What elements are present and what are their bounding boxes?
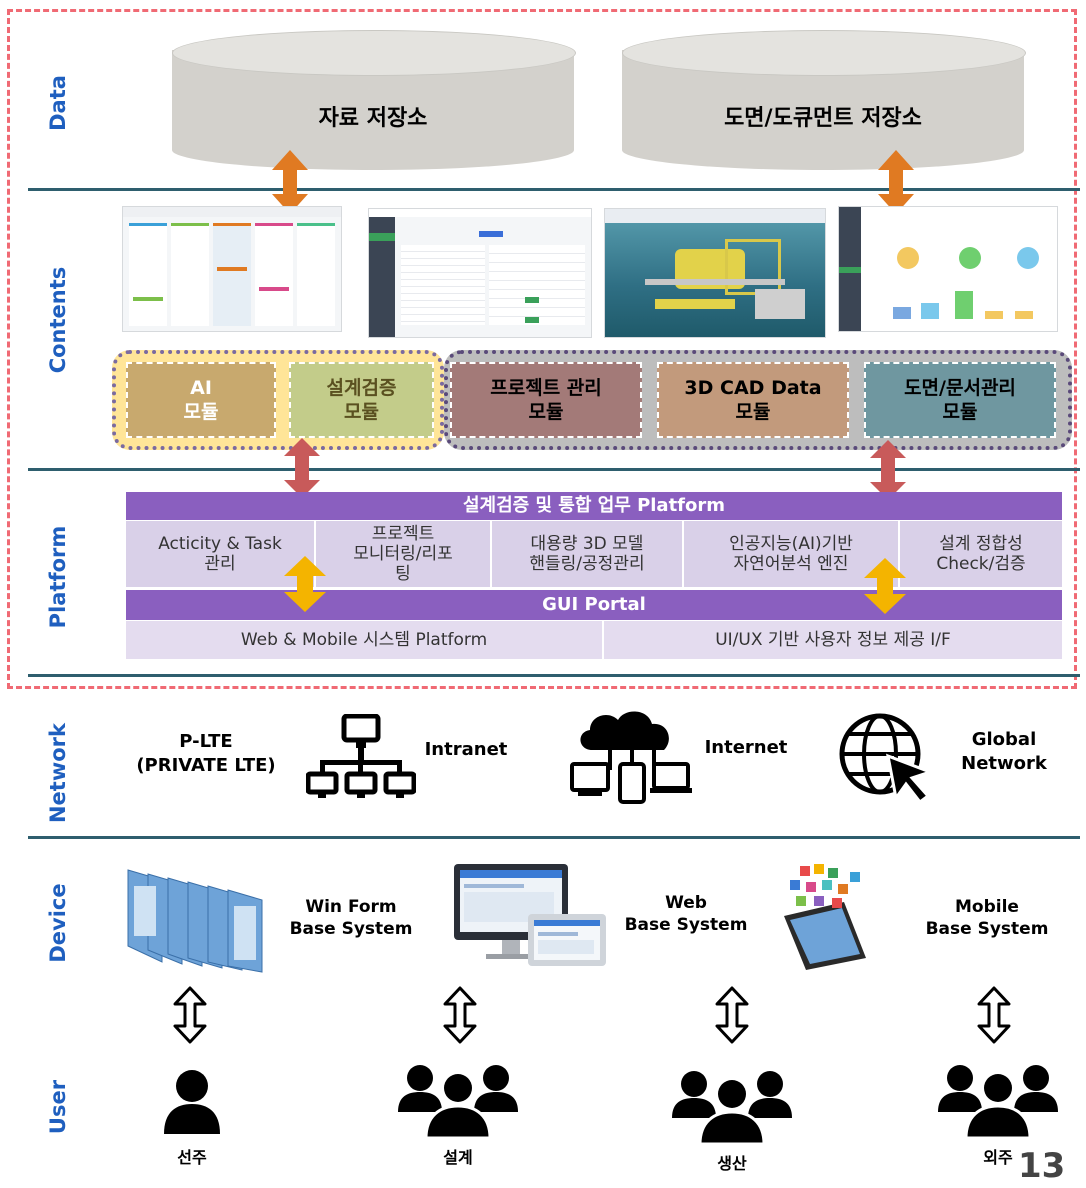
gui-portal-bar: GUI Portal bbox=[126, 590, 1062, 620]
screenshot-dashboard-charts bbox=[838, 206, 1058, 332]
hollow-double-arrow-2 bbox=[443, 986, 477, 1044]
double-arrow-yellow-left bbox=[284, 556, 326, 612]
mobile-smartphone-apps-icon bbox=[784, 864, 866, 970]
page-number: 13 bbox=[1018, 1146, 1066, 1186]
platform-cell-project-monitoring: 프로젝트 모니터링/리포 팅 bbox=[316, 521, 492, 587]
network-intranet-label: Intranet bbox=[424, 739, 508, 760]
device-web-label: Web Base System bbox=[624, 893, 748, 935]
user-label-owner: 선주 bbox=[177, 1148, 207, 1167]
platform-cell-design-consistency: 설계 정합성 Check/검증 bbox=[900, 521, 1062, 587]
double-arrow-orange-left bbox=[272, 150, 308, 214]
module-3d-cad-data: 3D CAD Data 모듈 bbox=[657, 362, 849, 438]
user-label-production: 생산 bbox=[717, 1154, 747, 1173]
network-global-label: Global Network bbox=[961, 729, 1047, 774]
user-label-design: 설계 bbox=[443, 1148, 473, 1167]
network-internet-label: Internet bbox=[704, 737, 788, 758]
system-boundary bbox=[7, 9, 1077, 689]
user-group-icon-outsource bbox=[938, 1065, 1058, 1138]
hollow-double-arrow-1 bbox=[173, 986, 207, 1044]
layer-label-device: Device bbox=[46, 883, 70, 963]
user-group-icon-design bbox=[398, 1065, 518, 1138]
winform-stacked-windows-icon bbox=[127, 869, 263, 973]
layer-label-user: User bbox=[46, 1079, 70, 1135]
screenshot-project-list bbox=[368, 208, 592, 338]
storage-label-right: 도면/도큐먼트 저장소 bbox=[724, 106, 922, 131]
storage-label-left: 자료 저장소 bbox=[318, 106, 428, 131]
platform-cell-ai-nlp-engine: 인공지능(AI)기반 자연어분석 엔진 bbox=[684, 521, 900, 587]
internet-cloud-icon bbox=[570, 711, 692, 804]
platform-web-mobile: Web & Mobile 시스템 Platform bbox=[126, 621, 604, 659]
layer-label-data: Data bbox=[46, 75, 70, 131]
separator-network-device bbox=[28, 836, 1080, 839]
separator-contents-platform bbox=[28, 468, 1080, 471]
device-winform-label: Win Form Base System bbox=[289, 897, 413, 939]
module-ai: AI 모듈 bbox=[126, 362, 276, 438]
double-arrow-red-left bbox=[284, 438, 320, 498]
user-label-outsource: 외주 bbox=[983, 1148, 1013, 1167]
double-arrow-orange-right bbox=[878, 150, 914, 214]
platform-title-bar: 설계검증 및 통합 업무 Platform bbox=[126, 492, 1062, 520]
double-arrow-yellow-right bbox=[864, 558, 906, 614]
layer-label-platform: Platform bbox=[46, 525, 70, 629]
globe-cursor-icon bbox=[839, 713, 935, 805]
separator-data-contents bbox=[28, 188, 1080, 191]
intranet-network-icon bbox=[306, 714, 416, 798]
platform-ui-ux-interface: UI/UX 기반 사용자 정보 제공 I/F bbox=[604, 621, 1062, 659]
layer-label-contents: Contents bbox=[46, 266, 70, 374]
layer-label-network: Network bbox=[46, 723, 70, 824]
device-mobile-label: Mobile Base System bbox=[925, 897, 1049, 939]
screenshot-3d-cad-view bbox=[604, 208, 826, 338]
screenshot-kanban-board bbox=[122, 206, 342, 332]
separator-platform-network bbox=[28, 674, 1080, 677]
platform-cell-3d-model-handling: 대용량 3D 모델 핸들링/공정관리 bbox=[492, 521, 684, 587]
web-monitor-tablet-icon bbox=[454, 864, 606, 966]
hollow-double-arrow-4 bbox=[977, 986, 1011, 1044]
user-group-icon-production bbox=[672, 1071, 792, 1144]
double-arrow-red-right bbox=[870, 440, 906, 500]
module-drawing-document: 도면/문서관리 모듈 bbox=[864, 362, 1056, 438]
module-design-verify: 설계검증 모듈 bbox=[289, 362, 434, 438]
network-plte-label: P-LTE (PRIVATE LTE) bbox=[136, 731, 276, 776]
hollow-double-arrow-3 bbox=[715, 986, 749, 1044]
module-project-management: 프로젝트 관리 모듈 bbox=[450, 362, 642, 438]
single-user-icon bbox=[164, 1070, 220, 1134]
